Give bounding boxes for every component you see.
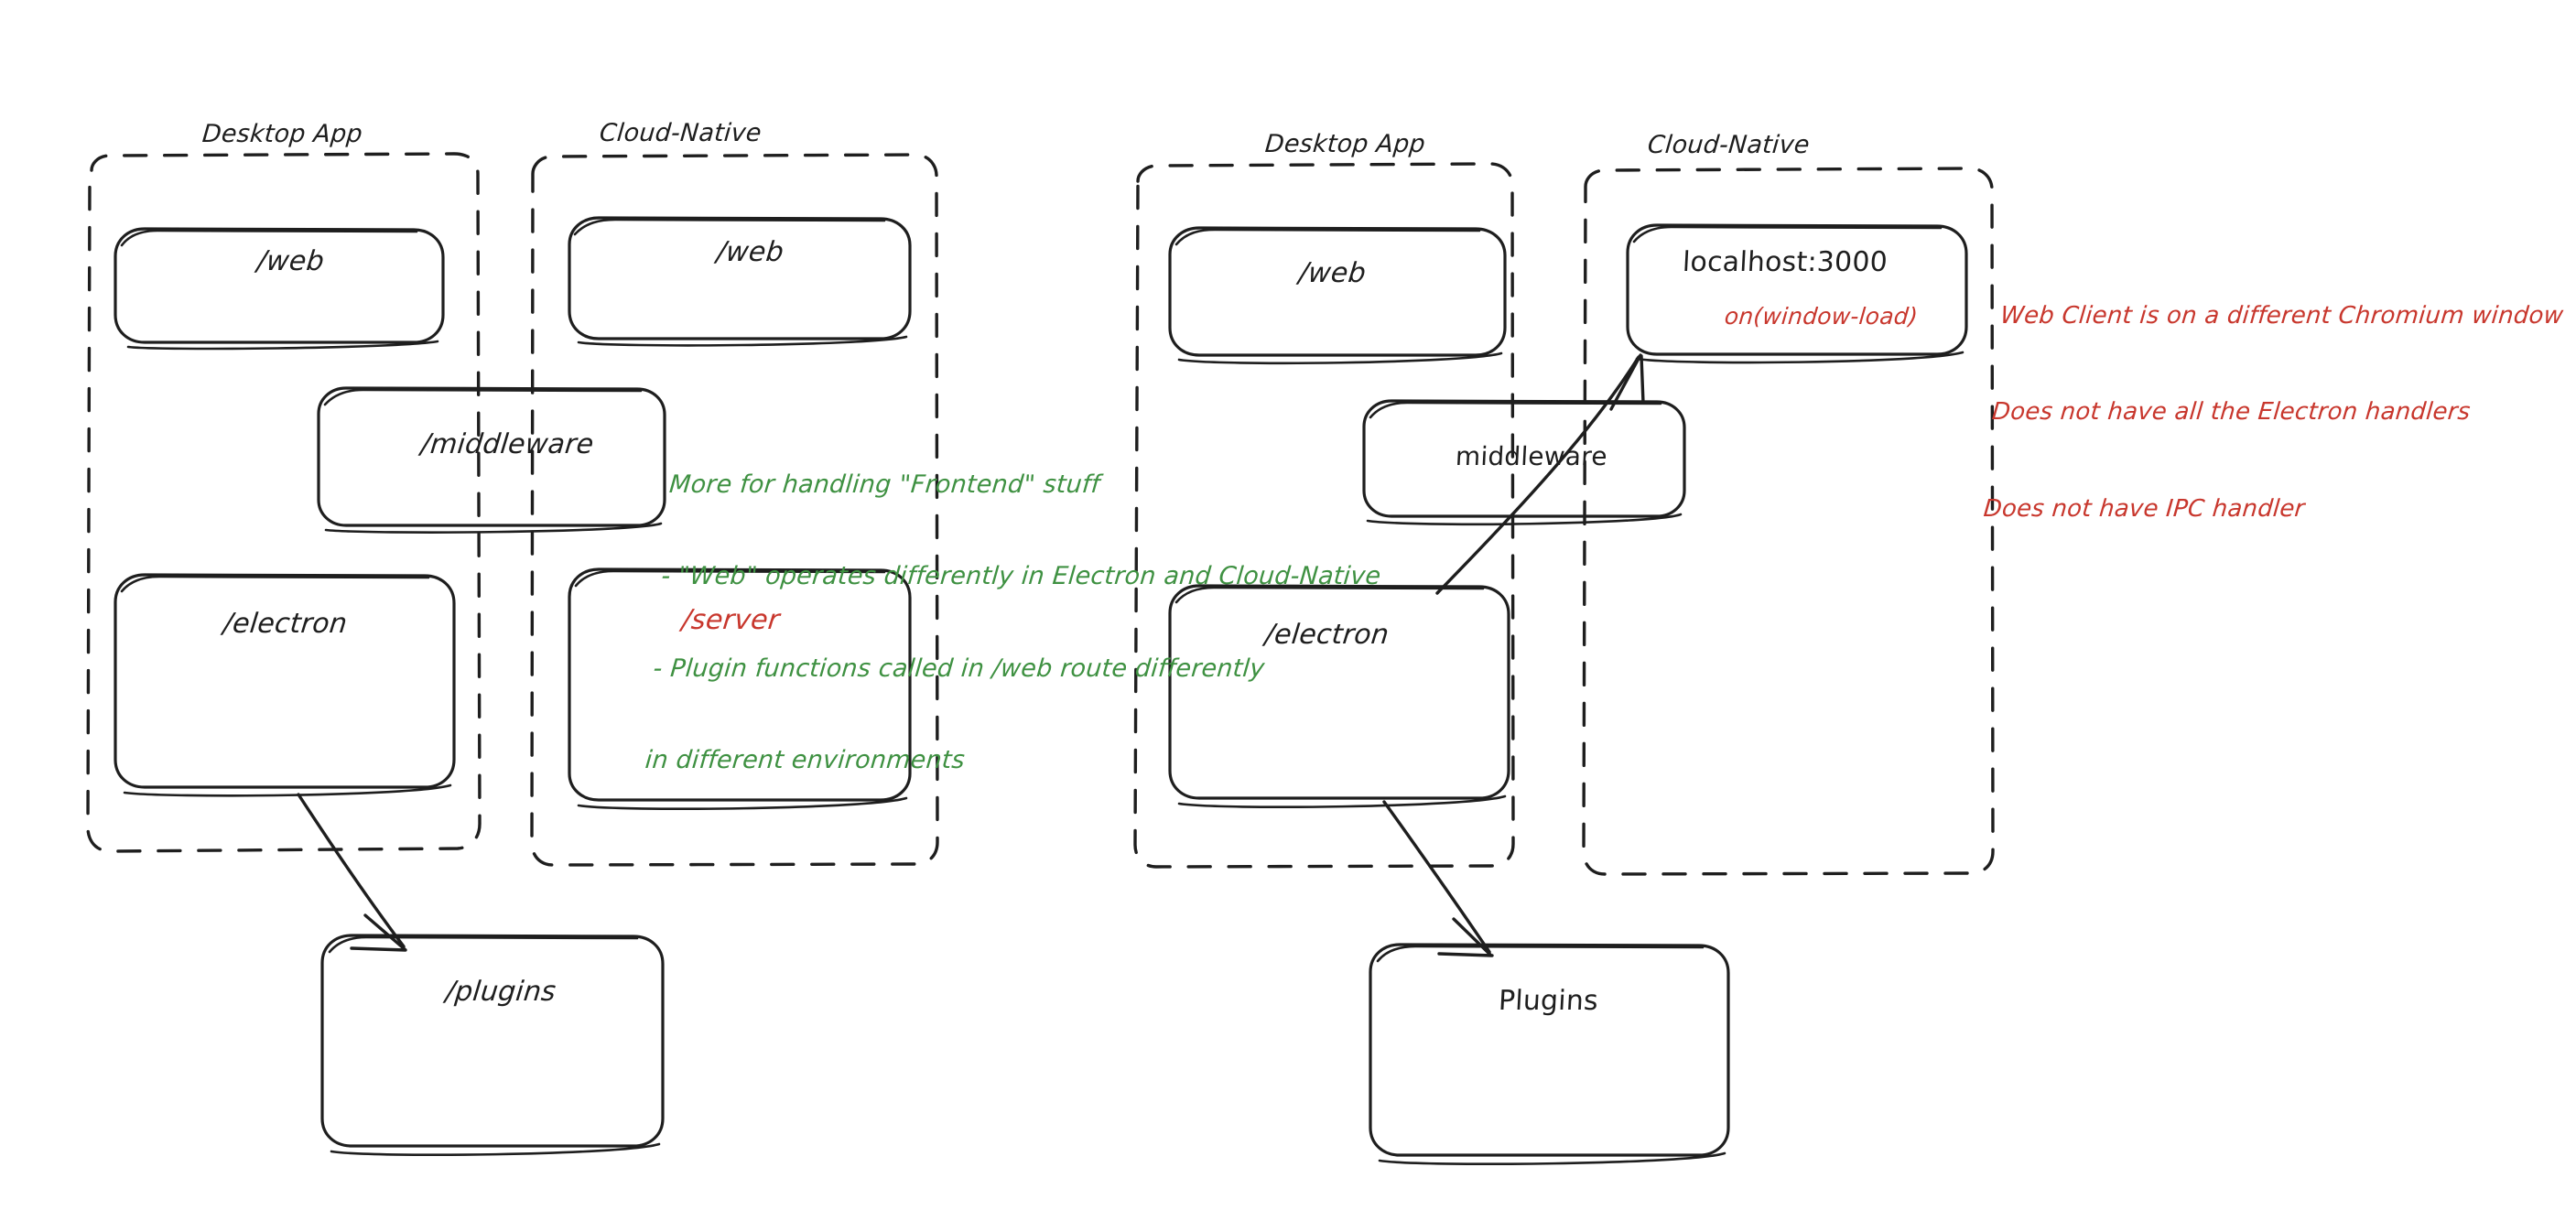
node-shape-left-desktop-web (114, 227, 445, 351)
web-client-note-line-2: Does not have all the Electron handlers (1990, 398, 2472, 427)
edge-left-electron-to-plugins (297, 793, 407, 952)
node-shape-right-desktop-web (1168, 226, 1507, 365)
node-shape-right-plugins (1369, 943, 1730, 1166)
node-label-right-middleware: middleware (1455, 441, 1608, 471)
node-label-right-electron: /electron (1263, 619, 1391, 651)
node-shape-left-middleware (317, 386, 666, 534)
web-client-note-line-3: Does not have IPC handler (1982, 494, 2306, 523)
node-sublabel-right-localhost: on(window-load) (1723, 303, 1920, 330)
group-outline-left-cloud (530, 153, 939, 867)
edge-right-electron-to-localhost (1435, 353, 1645, 595)
group-label-left-desktop: Desktop App (200, 120, 364, 148)
frontend-note-line-2: - "Web" operates differently in Electron… (660, 562, 1382, 591)
node-label-right-localhost: localhost:3000 (1682, 246, 1889, 278)
node-shape-left-cloud-web (568, 216, 912, 347)
edge-right-electron-to-plugins (1382, 800, 1494, 957)
node-label-left-electron: /electron (222, 608, 349, 640)
node-label-left-cloud-web: /web (715, 236, 785, 268)
node-label-left-middleware: /middleware (419, 428, 596, 460)
node-shape-left-server (568, 567, 912, 811)
node-label-right-desktop-web: /web (1297, 257, 1368, 289)
group-label-right-desktop: Desktop App (1263, 130, 1427, 158)
node-shape-right-localhost (1626, 223, 1968, 364)
group-label-left-cloud: Cloud-Native (598, 119, 763, 147)
node-shape-left-electron (114, 573, 456, 797)
group-outline-right-cloud (1582, 167, 1995, 876)
node-label-right-plugins: Plugins (1498, 985, 1599, 1017)
frontend-note-line-3: - Plugin functions called in /web route … (652, 654, 1266, 683)
node-shape-right-electron (1168, 584, 1510, 809)
node-shape-right-middleware (1362, 399, 1686, 526)
group-label-right-cloud: Cloud-Native (1646, 131, 1812, 159)
group-outline-right-desktop (1133, 162, 1515, 869)
web-client-note-line-1: Web Client is on a different Chromium wi… (1998, 302, 2565, 330)
node-shape-left-plugins (320, 934, 665, 1157)
group-outline-left-desktop (86, 152, 482, 853)
node-label-left-desktop-web: /web (255, 245, 326, 277)
frontend-note-line-4: in different environments (644, 746, 967, 775)
annotation-web-client-note: Web Client is on a different Chromium wi… (1976, 236, 2571, 589)
frontend-note-line-1: More for handling "Frontend" stuff (667, 470, 1101, 499)
node-label-left-plugins: /plugins (444, 976, 557, 1008)
